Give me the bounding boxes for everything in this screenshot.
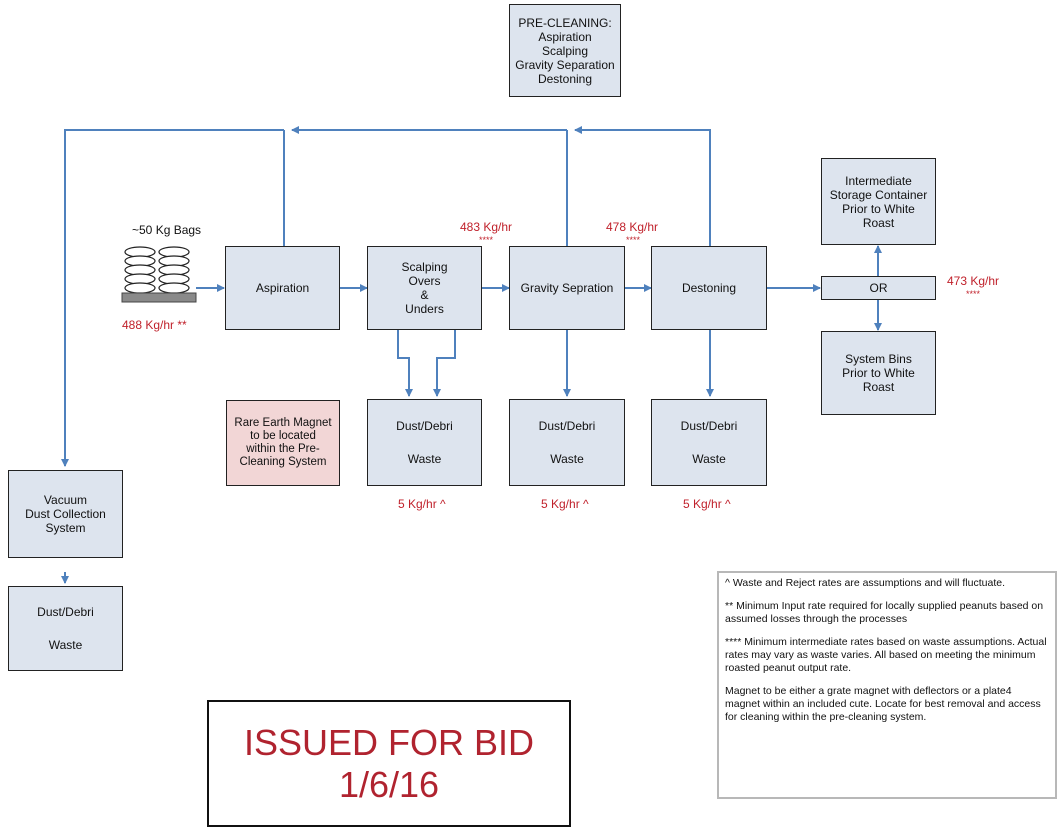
or-label: OR: [869, 281, 888, 295]
rare-earth-magnet-label: Rare Earth Magnet to be located within t…: [234, 417, 332, 468]
waste-subtitle: Waste: [692, 452, 726, 466]
scalping-output-rate: 483 Kg/hr: [460, 220, 513, 234]
note-waste-rates: ^ Waste and Reject rates are assumptions…: [725, 577, 1006, 589]
gravity-output-rate: 478 Kg/hr: [606, 220, 659, 234]
waste-subtitle: Waste: [550, 452, 584, 466]
note-intermediate-rates: **** Minimum intermediate rates based on…: [725, 636, 1047, 674]
note-magnet: Magnet to be either a grate magnet with …: [725, 685, 1041, 723]
pre-cleaning-title: PRE-CLEANING:: [518, 15, 612, 30]
destoning-label: Destoning: [681, 281, 737, 295]
note-minimum-input: ** Minimum Input rate required for local…: [725, 600, 1044, 625]
waste-title: Dust/Debri: [538, 419, 596, 433]
notes-box: ^ Waste and Reject rates are assumptions…: [717, 571, 1057, 799]
final-output-rate: 473 Kg/hr: [947, 274, 1000, 288]
vacuum-waste-box: Dust/Debri Waste: [8, 586, 123, 671]
or-box: OR: [821, 276, 936, 300]
scalping-output-rate-note: ****: [479, 235, 494, 245]
scalping-box: Scalping Overs & Unders: [367, 246, 482, 330]
waste-title: Dust/Debri: [680, 419, 738, 433]
destoning-box: Destoning: [651, 246, 767, 330]
rare-earth-magnet-box: Rare Earth Magnet to be located within t…: [226, 400, 340, 486]
final-output-rate-note: ****: [966, 289, 981, 299]
scalping-label: Scalping Overs & Unders: [401, 260, 448, 316]
waste-subtitle: Waste: [407, 452, 442, 466]
intermediate-storage-label: Intermediate Storage Container Prior to …: [829, 173, 928, 230]
stamp-title: ISSUED FOR BID: [243, 721, 535, 763]
line-scalping-waste-right: [433, 330, 456, 397]
destoning-waste-rate: 5 Kg/hr ^: [683, 497, 731, 511]
waste-subtitle: Waste: [48, 637, 83, 652]
bags-label: ~50 Kg Bags: [132, 223, 202, 237]
system-bins-label: System Bins Prior to White Roast: [842, 352, 915, 394]
pre-cleaning-item-aspiration: Aspiration: [538, 29, 592, 44]
aspiration-box: Aspiration: [225, 246, 340, 330]
waste-title: Dust/Debri: [37, 605, 94, 620]
issued-for-bid-stamp: ISSUED FOR BID 1/6/16: [207, 700, 571, 827]
gravity-output-rate-note: ****: [626, 235, 641, 245]
pre-cleaning-item-scalping: Scalping: [541, 43, 589, 58]
line-scalping-waste-left: [397, 330, 413, 397]
vacuum-dust-collection-box: Vacuum Dust Collection System: [8, 470, 123, 558]
pre-cleaning-item-destoning: Destoning: [537, 71, 593, 86]
aspiration-label: Aspiration: [255, 281, 310, 295]
gravity-waste-box: Dust/Debri Waste: [509, 399, 625, 486]
pre-cleaning-item-gravity: Gravity Separation: [515, 57, 615, 72]
line-header-to-vacuum: [61, 129, 284, 467]
waste-title: Dust/Debri: [396, 419, 453, 433]
scalping-waste-box: Dust/Debri Waste: [367, 399, 482, 486]
destoning-waste-box: Dust/Debri Waste: [651, 399, 767, 486]
pre-cleaning-box: PRE-CLEANING: Aspiration Scalping Gravit…: [509, 4, 621, 97]
stamp-date: 1/6/16: [338, 763, 440, 805]
intermediate-storage-box: Intermediate Storage Container Prior to …: [821, 158, 936, 245]
gravity-waste-rate: 5 Kg/hr ^: [541, 497, 589, 511]
system-bins-box: System Bins Prior to White Roast: [821, 331, 936, 415]
line-destoning-up: [574, 126, 711, 246]
bags-stack-icon: [121, 246, 197, 303]
gravity-separation-label: Gravity Sepration: [520, 281, 614, 295]
gravity-separation-box: Gravity Sepration: [509, 246, 625, 330]
scalping-waste-rate: 5 Kg/hr ^: [398, 497, 446, 511]
bags-rate: 488 Kg/hr **: [122, 318, 187, 332]
vacuum-label: Vacuum Dust Collection System: [25, 493, 106, 535]
